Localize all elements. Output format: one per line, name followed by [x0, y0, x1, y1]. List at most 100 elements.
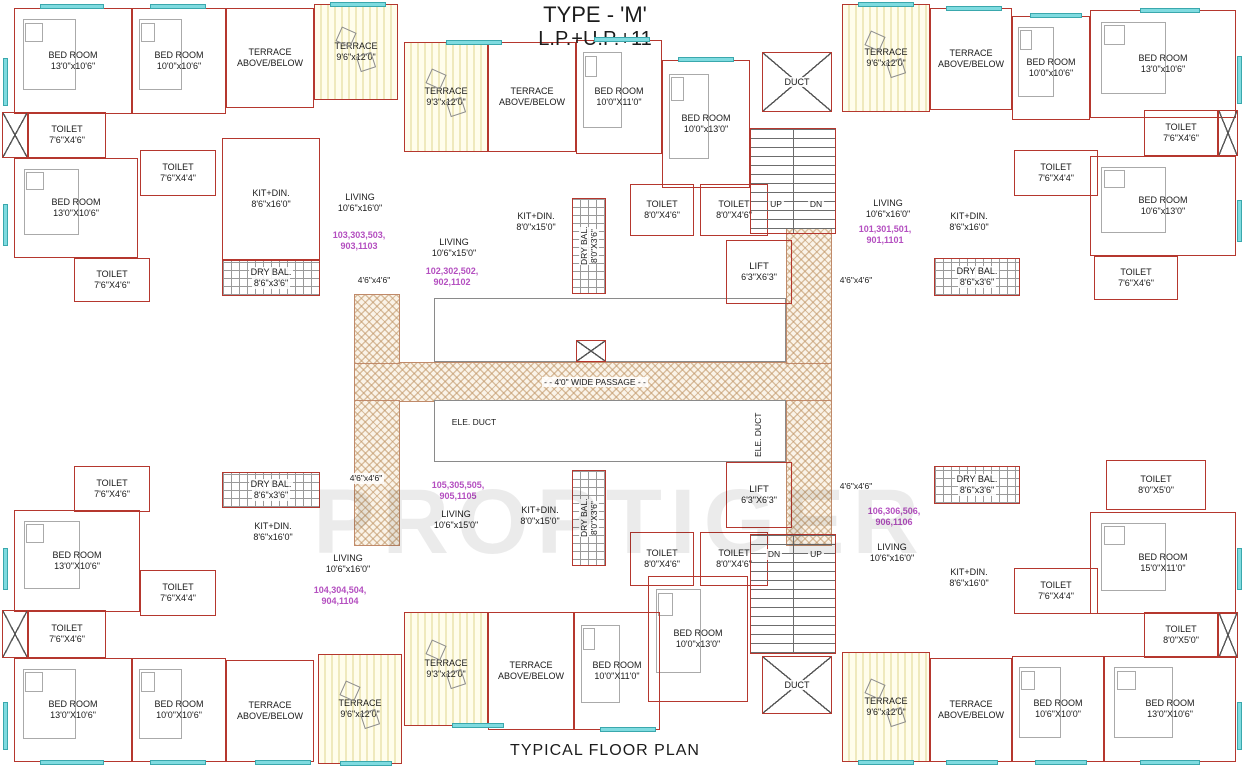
living-tr-dimensions: 10'6"x16'0": [865, 209, 911, 219]
dry-balcony-tc-label: DRY BAL.: [578, 226, 589, 266]
drawing-title: TYPE - 'M' L.P.+U.P.+11: [445, 2, 745, 51]
window: [3, 548, 8, 590]
passage-arm-right-lower: [786, 400, 832, 546]
unit-numbers-104: 104,304,504,904,1104: [300, 580, 380, 612]
unit-numbers-106: 106,306,506,906,1106: [856, 502, 932, 532]
dry-balcony-tc: DRY BAL.8'0"X3'6": [572, 198, 606, 294]
window: [3, 702, 8, 750]
kitchen-dining-br-dimensions: 8'6"x16'0": [949, 578, 989, 588]
dry-balcony-bc-label: DRY BAL.: [578, 498, 589, 538]
living-tc-label: LIVING: [439, 237, 469, 248]
bedroom-bc-1-label: BED ROOM: [592, 660, 642, 671]
terrace-above-below-br-dimensions: ABOVE/BELOW: [937, 710, 1005, 720]
unit-numbers-101-dimensions: 901,1101: [865, 235, 905, 246]
bedroom-bc-2-label: BED ROOM: [673, 628, 723, 639]
bedroom-bl-3-dimensions: 10'0"X10'6": [156, 710, 202, 720]
living-bc-dimensions: 10'6"x15'0": [433, 520, 479, 530]
duct-box-br: [1218, 612, 1238, 658]
dry-balcony-tl-dimensions: 8'6"x3'6": [251, 278, 291, 289]
window: [452, 723, 504, 728]
stair-up-label-bottom: UP: [800, 548, 832, 561]
bedroom-br-2-dimensions: 10'6"X10'0": [1035, 709, 1081, 719]
stair-down-label-bottom: DN: [758, 548, 790, 561]
toilet-tc-1-dimensions: 8'0"X4'6": [644, 210, 680, 220]
passage-arm-left-lower: [354, 400, 400, 546]
bedroom-tl-1-dimensions: 13'0"x10'6": [50, 61, 96, 71]
entry-dim-tl: 4'6"x4'6": [344, 274, 404, 287]
unit-numbers-103: 103,303,503,903,1103: [320, 226, 398, 256]
living-bc-label: LIVING: [441, 509, 471, 520]
bedroom-bl-1-dimensions: 13'0"X10'6": [54, 561, 100, 571]
terrace-above-below-tr-dimensions: ABOVE/BELOW: [937, 59, 1005, 69]
terrace-above-below-tl-dimensions: ABOVE/BELOW: [236, 58, 304, 68]
toilet-bl-2-dimensions: 7'6"X4'4": [160, 593, 196, 603]
bedroom-tr-2-dimensions: 13'0"x10'6": [1140, 64, 1186, 74]
dry-balcony-tr-dimensions: 8'6"x3'6": [957, 277, 997, 288]
toilet-br-1-dimensions: 7'6"X4'4": [1038, 591, 1074, 601]
terrace-open-tl-label: TERRACE: [334, 41, 378, 52]
unit-numbers-106-label: 106,306,506,: [866, 506, 922, 517]
unit-numbers-104-dimensions: 904,1104: [320, 596, 360, 607]
living-bl-label: LIVING: [333, 553, 363, 564]
window: [446, 40, 502, 45]
toilet-bc-2-dimensions: 8'0"X4'6": [716, 559, 752, 569]
entry-dim-tl-label: 4'6"x4'6": [355, 275, 393, 286]
lift-top-dimensions: 6'3"X6'3": [741, 272, 777, 283]
bedroom-tr-1-dimensions: 10'0"x10'6": [1028, 68, 1074, 78]
toilet-bc-1-dimensions: 8'0"X4'6": [644, 559, 680, 569]
ele-duct-label-left-label: ELE. DUCT: [449, 416, 499, 428]
kitchen-dining-bc: KIT+DIN.8'0"x15'0": [502, 496, 578, 536]
bedroom-bc-2-dimensions: 10'0"x13'0": [675, 639, 721, 649]
inner-court-upper: [434, 298, 786, 362]
dry-balcony-tr-label: DRY BAL.: [954, 266, 1000, 277]
unit-numbers-103-dimensions: 903,1103: [339, 241, 379, 252]
window: [594, 37, 650, 42]
window: [1237, 200, 1242, 242]
kitchen-dining-br: KIT+DIN.8'6"x16'0": [928, 558, 1010, 598]
window: [1237, 702, 1242, 750]
window: [40, 4, 104, 9]
toilet-tl-1-dimensions: 7'6"X4'6": [49, 135, 85, 145]
toilet-tc-2-dimensions: 8'0"X4'6": [716, 210, 752, 220]
bedroom-br-1-dimensions: 15'0"X11'0": [1140, 563, 1186, 573]
window: [1030, 13, 1082, 18]
unit-numbers-105-dimensions: 905,1105: [438, 491, 478, 502]
bedroom-bc-1-dimensions: 10'0"X11'0": [594, 671, 640, 681]
bedroom-tl-2-label: BED ROOM: [154, 50, 204, 61]
window: [678, 57, 734, 62]
terrace-above-below-tr-label: TERRACE: [949, 48, 993, 59]
terrace-above-below-tc-label: TERRACE: [510, 86, 554, 97]
passage-arm-right-upper: [786, 228, 832, 364]
terrace-open-tc-label: TERRACE: [424, 86, 468, 97]
terrace-open-bc-dimensions: 9'3"x12'0": [426, 669, 466, 679]
toilet-tl-3-label: TOILET: [96, 269, 128, 280]
toilet-tl-1-label: TOILET: [51, 124, 83, 135]
bedroom-bl-1-label: BED ROOM: [52, 550, 102, 561]
terrace-open-bc2-dimensions: 9'6"x12'0": [340, 709, 380, 719]
toilet-br-1-label: TOILET: [1040, 580, 1072, 591]
duct-box-bl: [2, 610, 28, 658]
stair-up-label-top-label: UP: [768, 199, 784, 210]
bedroom-tl-2-dimensions: 10'0"x10'6": [156, 61, 202, 71]
kitchen-dining-tr-dimensions: 8'6"x16'0": [949, 222, 989, 232]
living-tc-dimensions: 10'6"x15'0": [431, 248, 477, 258]
window: [946, 760, 998, 765]
entry-dim-bl-label: 4'6"x4'6": [347, 473, 385, 484]
